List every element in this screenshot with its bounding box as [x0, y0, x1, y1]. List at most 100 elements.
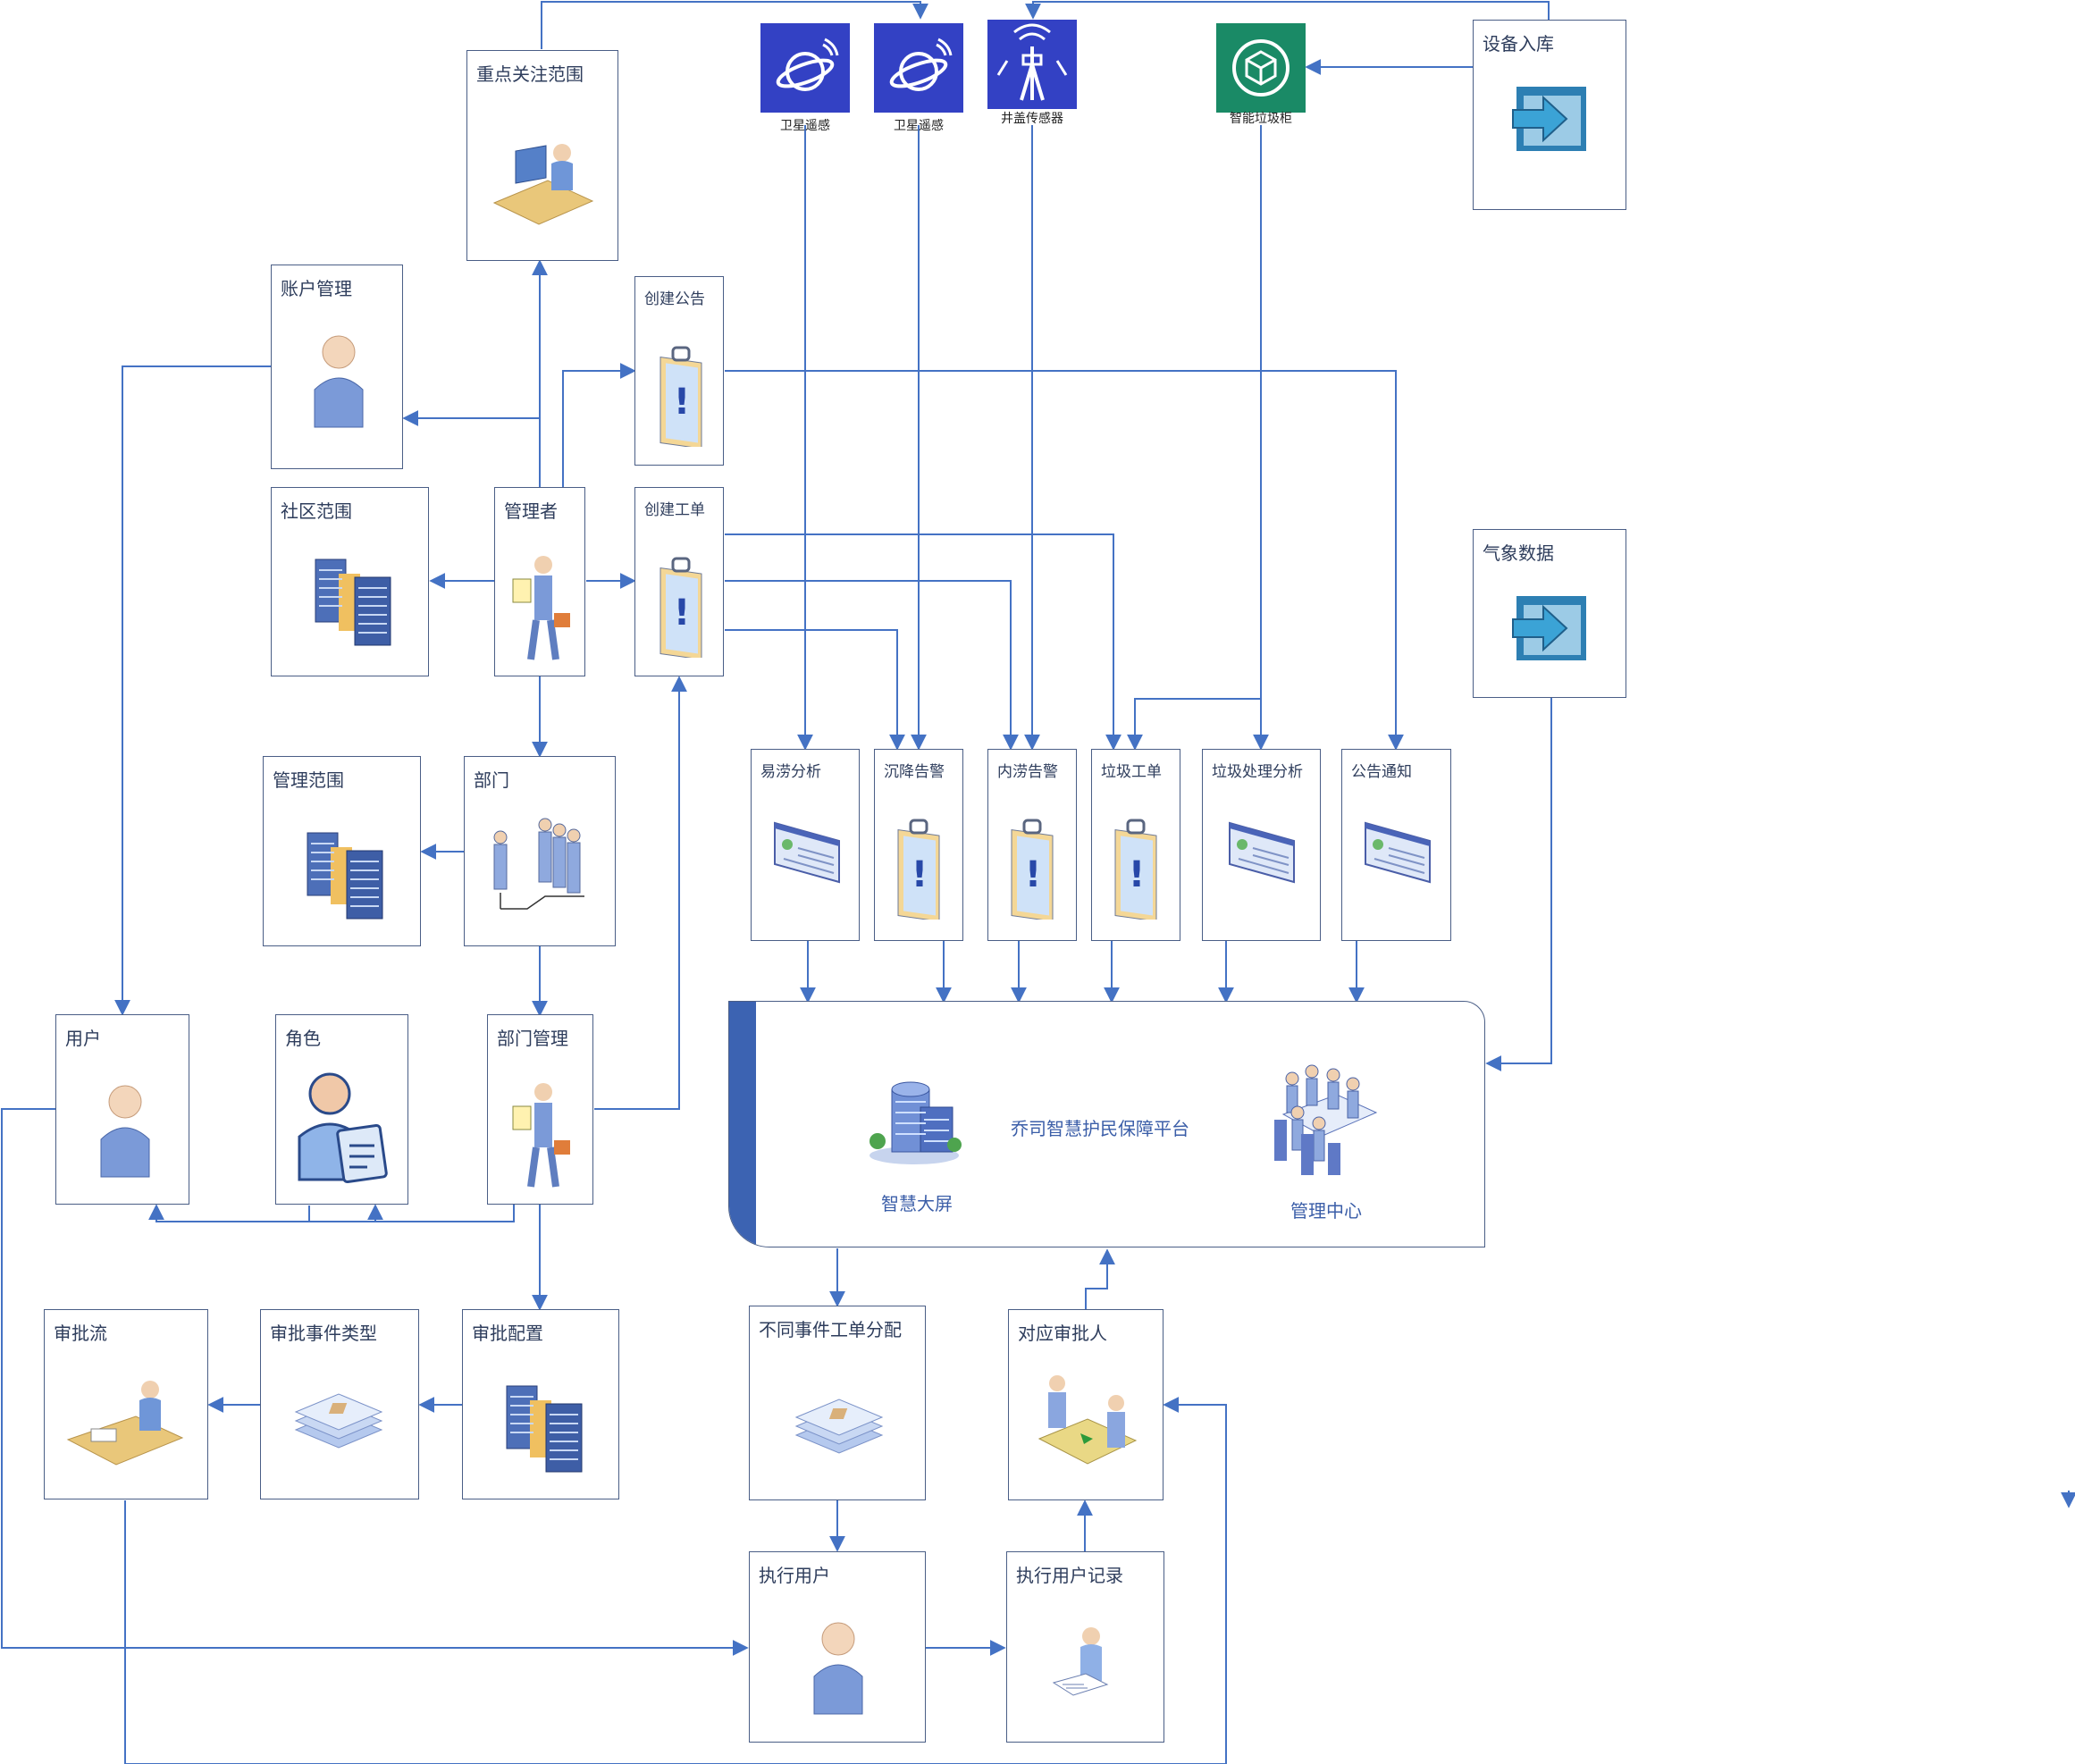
- manager-icon: [512, 556, 570, 660]
- device-label: 智能垃圾柜: [1230, 112, 1292, 126]
- window-chart-icon: [774, 821, 840, 884]
- device-sat2[interactable]: [874, 23, 963, 113]
- documents-stack-icon: [794, 1399, 884, 1454]
- node-community[interactable]: 社区范围: [271, 487, 429, 676]
- node-weather[interactable]: 气象数据: [1473, 529, 1626, 698]
- node-exec[interactable]: 执行用户: [749, 1551, 926, 1743]
- node-label: 审批事件类型: [270, 1323, 377, 1344]
- node-label: 管理者: [504, 500, 558, 522]
- window-chart-icon: [1365, 821, 1431, 884]
- node-workorder[interactable]: 创建工单 !: [634, 487, 724, 676]
- node-garbage[interactable]: 垃圾工单 !: [1091, 749, 1180, 941]
- svg-text:!: !: [674, 592, 690, 634]
- node-label: 公告通知: [1351, 763, 1412, 781]
- device-well[interactable]: [987, 20, 1077, 109]
- node-label: 管理范围: [273, 769, 344, 791]
- platform-title: 乔司智慧护民保障平台: [1011, 1118, 1189, 1139]
- device-label: 卫星遥感: [780, 119, 830, 133]
- node-dispatch[interactable]: 不同事件工单分配: [749, 1306, 926, 1500]
- clipboard-alert-icon: !: [897, 819, 940, 920]
- server-cluster-icon: [506, 1385, 583, 1473]
- node-label: 气象数据: [1483, 542, 1554, 564]
- node-label: 执行用户: [759, 1565, 830, 1586]
- person-at-desk-icon: [492, 144, 594, 225]
- node-inner[interactable]: 内涝告警 !: [987, 749, 1077, 941]
- node-dept[interactable]: 部门: [464, 756, 616, 946]
- node-notice[interactable]: 公告通知: [1341, 749, 1451, 941]
- platform-accent: [756, 1025, 765, 1232]
- svg-text:!: !: [1025, 854, 1041, 895]
- node-approver[interactable]: 对应审批人: [1008, 1309, 1164, 1500]
- clipboard-alert-icon: !: [659, 557, 702, 658]
- cube-box-icon: [1216, 23, 1306, 113]
- node-label: 易涝分析: [760, 763, 821, 781]
- user-icon: [100, 1085, 150, 1178]
- documents-stack-icon: [294, 1393, 383, 1449]
- person-writing-icon: [1052, 1627, 1109, 1696]
- node-label: 社区范围: [281, 500, 352, 522]
- node-apcfg[interactable]: 审批配置: [462, 1309, 619, 1499]
- node-waterlog[interactable]: 易涝分析: [751, 749, 860, 941]
- node-deptmgr[interactable]: 部门管理: [487, 1014, 593, 1205]
- sensor-tower-icon: [987, 20, 1077, 109]
- group-icon: [493, 818, 584, 910]
- node-execlog[interactable]: 执行用户记录: [1006, 1551, 1164, 1743]
- user-icon: [314, 335, 364, 428]
- node-label: 内涝告警: [997, 763, 1058, 781]
- node-flow[interactable]: 审批流: [44, 1309, 208, 1499]
- device-bin[interactable]: [1216, 23, 1306, 113]
- svg-text:!: !: [1129, 854, 1145, 895]
- node-label: 角色: [285, 1028, 321, 1049]
- device-label: 井盖传感器: [1001, 112, 1063, 126]
- window-chart-icon: [1229, 821, 1295, 884]
- meeting-icon: [1038, 1375, 1138, 1465]
- svg-text:!: !: [674, 382, 690, 423]
- node-evtype[interactable]: 审批事件类型: [260, 1309, 419, 1499]
- node-label: 用户: [65, 1028, 101, 1049]
- satellite-icon: [760, 23, 850, 113]
- device-sat1[interactable]: [760, 23, 850, 113]
- node-label: 执行用户记录: [1016, 1565, 1123, 1586]
- user-tag-icon: [298, 1072, 388, 1184]
- node-account[interactable]: 账户管理: [271, 265, 403, 469]
- person-at-desk-icon: [66, 1381, 184, 1466]
- node-label: 创建工单: [644, 501, 705, 519]
- node-stock[interactable]: 设备入库: [1473, 20, 1626, 210]
- node-scope[interactable]: 管理范围: [263, 756, 421, 946]
- platform-center-label: 管理中心: [1290, 1200, 1362, 1222]
- node-subside[interactable]: 沉降告警 !: [874, 749, 963, 941]
- device-label: 卫星遥感: [894, 119, 944, 133]
- server-cluster-icon: [315, 559, 391, 646]
- node-label: 不同事件工单分配: [759, 1319, 902, 1340]
- clipboard-alert-icon: !: [1114, 819, 1157, 920]
- import-icon: [1512, 596, 1586, 660]
- node-manager[interactable]: 管理者: [494, 487, 585, 676]
- node-label: 垃圾工单: [1101, 763, 1162, 781]
- clipboard-alert-icon: !: [659, 346, 702, 447]
- node-label: 部门管理: [497, 1028, 568, 1049]
- server-cluster-icon: [307, 832, 383, 920]
- node-announce[interactable]: 创建公告 !: [634, 276, 724, 466]
- node-focus[interactable]: 重点关注范围: [466, 50, 618, 261]
- node-user[interactable]: 用户: [55, 1014, 189, 1205]
- node-label: 审批流: [54, 1323, 107, 1344]
- import-icon: [1512, 87, 1586, 151]
- clipboard-alert-icon: !: [1011, 819, 1054, 920]
- user-icon: [813, 1622, 863, 1715]
- platform-screen-label: 智慧大屏: [881, 1193, 953, 1214]
- node-label: 垃圾处理分析: [1212, 763, 1303, 781]
- node-role[interactable]: 角色: [275, 1014, 408, 1205]
- manager-icon: [512, 1083, 570, 1188]
- node-label: 部门: [474, 769, 509, 791]
- node-label: 设备入库: [1483, 33, 1554, 55]
- platform-panel[interactable]: 智慧大屏 乔司智慧护民保障平台 管理中心: [728, 1001, 1485, 1247]
- platform-accent: [729, 1002, 756, 1025]
- satellite-icon: [874, 23, 963, 113]
- meeting-room-icon: [1274, 1064, 1378, 1175]
- node-label: 沉降告警: [884, 763, 945, 781]
- node-label: 账户管理: [281, 278, 352, 299]
- node-label: 创建公告: [644, 290, 705, 308]
- node-garbagean[interactable]: 垃圾处理分析: [1202, 749, 1321, 941]
- building-icon: [869, 1081, 962, 1164]
